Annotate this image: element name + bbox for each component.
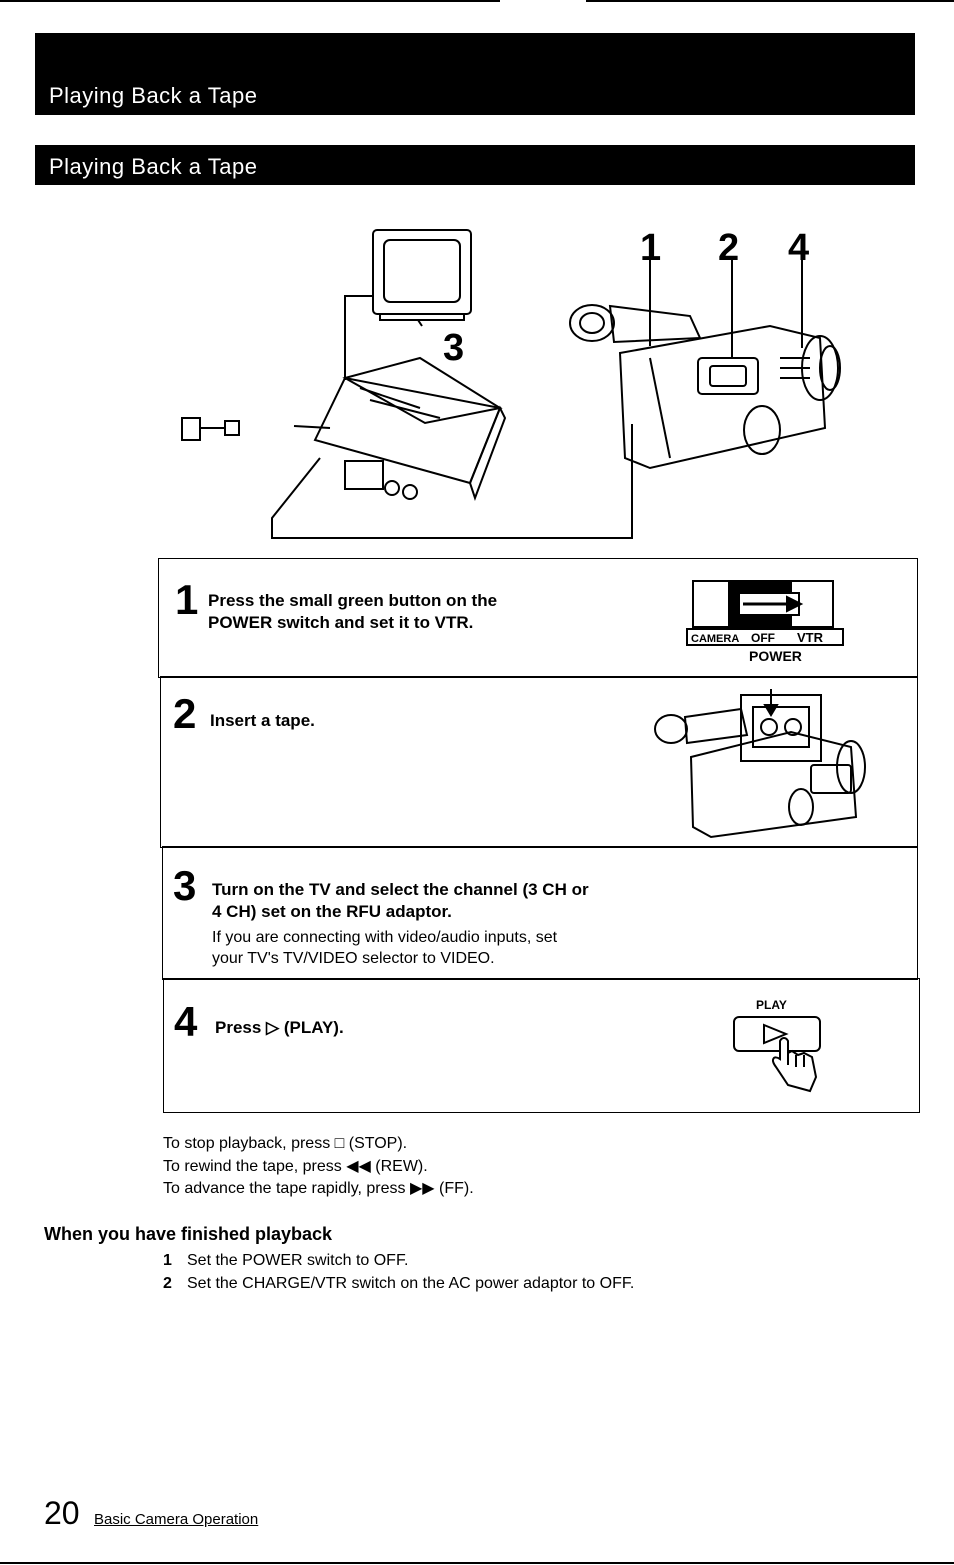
top-rule-gap <box>500 0 586 3</box>
step-4-text: Press ▷ (PLAY). <box>215 1018 344 1037</box>
list-item-number: 2 <box>163 1275 172 1292</box>
ac-adaptor-drawing <box>313 356 507 501</box>
section-banner: Playing Back a Tape <box>35 145 915 185</box>
footer-section-title: Basic Camera Operation <box>94 1511 259 1528</box>
connection-illustration: 1 2 4 3 <box>181 227 841 539</box>
step-1-number: 1 <box>175 576 199 623</box>
section-banner-title: Playing Back a Tape <box>49 154 258 179</box>
step-3-note: If you are connecting with video/audio i… <box>212 927 557 969</box>
step-1-text: Press the small green button on the POWE… <box>208 590 497 634</box>
step-3-note-line-2: your TV's TV/VIDEO selector to VIDEO. <box>212 950 495 967</box>
tv-drawing <box>372 229 472 327</box>
step-2-box: 2 Insert a tape. <box>160 676 918 848</box>
step-3-line-2: 4 CH) set on the RFU adaptor. <box>212 902 452 921</box>
switch-camera-label: CAMERA <box>691 633 739 645</box>
step-1-box: 1 Press the small green button on the PO… <box>158 558 918 678</box>
step-3-box: 3 Turn on the TV and select the channel … <box>162 846 918 980</box>
finished-list: 1 Set the POWER switch to OFF. 2 Set the C… <box>163 1249 634 1295</box>
tip-fast-forward: To advance the tape rapidly, press ▶▶ (F… <box>163 1180 474 1197</box>
list-item-text: Set the CHARGE/VTR switch on the AC powe… <box>187 1275 635 1292</box>
power-cord <box>293 425 331 429</box>
callout-4: 4 <box>788 227 809 269</box>
switch-vtr-label: VTR <box>797 630 824 645</box>
chapter-banner: Playing Back a Tape <box>35 33 915 115</box>
step-2-number: 2 <box>173 690 197 737</box>
step-3-line-1: Turn on the TV and select the channel (3… <box>212 880 589 899</box>
camcorder-drawing <box>569 304 841 470</box>
callout-3: 3 <box>443 327 464 369</box>
step-2-text: Insert a tape. <box>210 711 315 730</box>
step-3-text: Turn on the TV and select the channel (3… <box>212 879 589 923</box>
finished-heading: When you have finished playback <box>44 1224 333 1244</box>
tip-stop: To stop playback, press □ (STOP). <box>163 1135 408 1152</box>
callout-2: 2 <box>718 227 739 269</box>
play-label: PLAY <box>756 998 787 1012</box>
playback-tips: To stop playback, press □ (STOP). To rew… <box>163 1133 474 1201</box>
step-1-line-1: Press the small green button on the <box>208 591 498 610</box>
page-number: 20 <box>44 1495 80 1531</box>
step-4-box: 4 Press ▷ (PLAY). PLAY <box>163 978 920 1113</box>
list-item: 1 Set the POWER switch to OFF. <box>163 1249 634 1272</box>
list-item: 2 Set the CHARGE/VTR switch on the AC pow… <box>163 1272 634 1295</box>
top-rule <box>0 0 954 2</box>
switch-power-label: POWER <box>749 648 802 664</box>
bottom-rule <box>0 1562 954 1564</box>
list-item-text: Set the POWER switch to OFF. <box>187 1252 409 1269</box>
tv-cable <box>344 295 373 380</box>
step-1-line-2: POWER switch and set it to VTR. <box>208 613 474 632</box>
list-item-number: 1 <box>163 1252 172 1269</box>
step-3-number: 3 <box>173 862 197 909</box>
camera-cable <box>271 424 633 539</box>
chapter-banner-title: Playing Back a Tape <box>49 83 258 108</box>
step-3-note-line-1: If you are connecting with video/audio i… <box>212 929 558 946</box>
power-switch-illustration: CAMERA OFF VTR POWER <box>686 580 844 664</box>
tip-rewind: To rewind the tape, press ◀◀ (REW). <box>163 1157 428 1175</box>
step-4-number: 4 <box>174 998 198 1045</box>
switch-off-label: OFF <box>751 631 775 645</box>
play-button-illustration: PLAY <box>733 998 821 1093</box>
insert-tape-illustration <box>654 689 866 839</box>
callout-1: 1 <box>640 227 661 269</box>
